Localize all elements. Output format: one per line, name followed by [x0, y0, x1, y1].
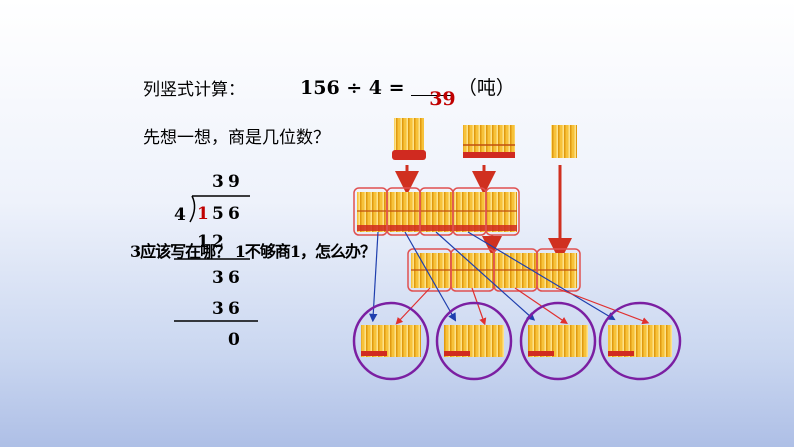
dividend-digit: 6	[228, 204, 240, 224]
dividend-digit: 5	[212, 204, 224, 224]
final-remainder: 0	[228, 330, 240, 350]
remainder-digit: 6	[228, 268, 240, 288]
group-circle	[352, 301, 430, 381]
product-digit: 2	[212, 232, 224, 252]
overlay-caption: 3应该写在哪？ 1不够商1，怎么办？	[130, 242, 376, 261]
hundred-bundle-icon	[392, 118, 426, 160]
remainder-digit: 3	[212, 268, 224, 288]
quotient-digit: 9	[228, 172, 240, 192]
equation-unit: （吨）	[457, 77, 515, 99]
divisor: 4	[174, 205, 186, 225]
product-digit: 6	[228, 299, 240, 319]
quotient-digit: 3	[212, 172, 224, 192]
instruction-label: 列竖式计算：	[143, 80, 245, 100]
group-circle	[435, 301, 513, 381]
product-digit: 3	[212, 299, 224, 319]
equation: 156 ÷ 4 = 39 （吨）	[300, 73, 515, 110]
answer-value: 39	[429, 88, 456, 110]
tens-row	[353, 187, 520, 236]
product-digit: 1	[197, 232, 209, 252]
dividend-digit-highlight: 1	[197, 204, 209, 224]
division-lines	[174, 195, 258, 322]
equation-expression: 156 ÷ 4 =	[300, 77, 405, 99]
group-circle	[519, 301, 597, 381]
ones-sticks-icon	[551, 125, 577, 158]
group-circle	[598, 301, 682, 381]
tens-bundles-icon	[463, 125, 515, 158]
question-text: 先想一想，商是几位数？	[143, 128, 330, 148]
